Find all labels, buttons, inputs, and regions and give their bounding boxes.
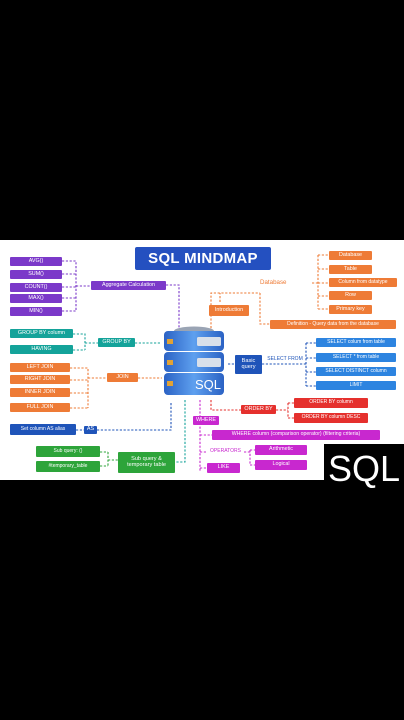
page-title: SQL MINDMAP	[135, 247, 271, 270]
order-by-hub: ORDER BY	[241, 405, 276, 414]
subquery-hub: Sub query & temporary table	[118, 452, 175, 473]
as-hub: AS	[84, 426, 97, 434]
database-icon: SQL	[164, 326, 224, 395]
connector-lines	[62, 254, 329, 471]
operator-item: Logical	[255, 460, 307, 470]
join-item: RIGHT JOIN	[10, 375, 70, 384]
join-item: INNER JOIN	[10, 388, 70, 397]
database-item: Database	[329, 251, 372, 260]
order-item: ORDER BY column	[294, 398, 368, 408]
agg-item: AVG()	[10, 257, 62, 266]
where-hub: WHERE	[193, 416, 219, 425]
subquery-item: Sub query: ()	[36, 446, 100, 457]
database-item: Primary key	[329, 305, 372, 314]
select-item: SELECT * from table	[316, 353, 396, 362]
join-item: FULL JOIN	[10, 403, 70, 412]
agg-item: COUNT()	[10, 283, 62, 292]
mindmap-card: SQL MINDMAP SQL AVG() SUM() COUNT() MAX(…	[0, 240, 404, 480]
group-item: GROUP BY column	[10, 329, 73, 338]
order-item: ORDER BY column DESC	[294, 413, 368, 423]
database-item: Column from datatype	[329, 278, 397, 287]
introduction-node: Introduction	[209, 305, 249, 316]
db-icon-label: SQL	[195, 377, 221, 392]
select-item: SELECT DISTINCT column	[316, 367, 396, 376]
like-node: LIKE	[207, 463, 240, 473]
database-hub: Database	[260, 279, 287, 287]
agg-item: SUM()	[10, 270, 62, 279]
agg-item: MIN()	[10, 307, 62, 316]
operators-hub: OPERATORS	[210, 447, 241, 454]
join-hub: JOIN	[107, 373, 138, 382]
select-item: SELECT colum from table	[316, 338, 396, 347]
where-clause: WHERE column (comparison operator) (filt…	[212, 430, 380, 440]
select-from-label: SELECT FROM	[267, 355, 303, 362]
join-item: LEFT JOIN	[10, 363, 70, 372]
agg-item: MAX()	[10, 294, 62, 303]
definition-node: Definition - Query data from the databas…	[270, 320, 396, 329]
database-item: Row	[329, 291, 372, 300]
database-item: Table	[329, 265, 372, 274]
group-by-hub: GROUP BY	[98, 338, 135, 347]
basic-query-hub: Basic query	[235, 355, 262, 374]
alias-node: Set column AS alias	[10, 424, 76, 435]
group-item: HAVING	[10, 345, 73, 354]
subquery-item: #temporary_table	[36, 461, 100, 472]
aggregate-hub: Aggregate Calculation	[91, 281, 166, 290]
select-item: LIMIT	[316, 381, 396, 390]
sql-overlay-label: SQL	[324, 444, 404, 494]
operator-item: Arithmetic	[255, 445, 307, 455]
